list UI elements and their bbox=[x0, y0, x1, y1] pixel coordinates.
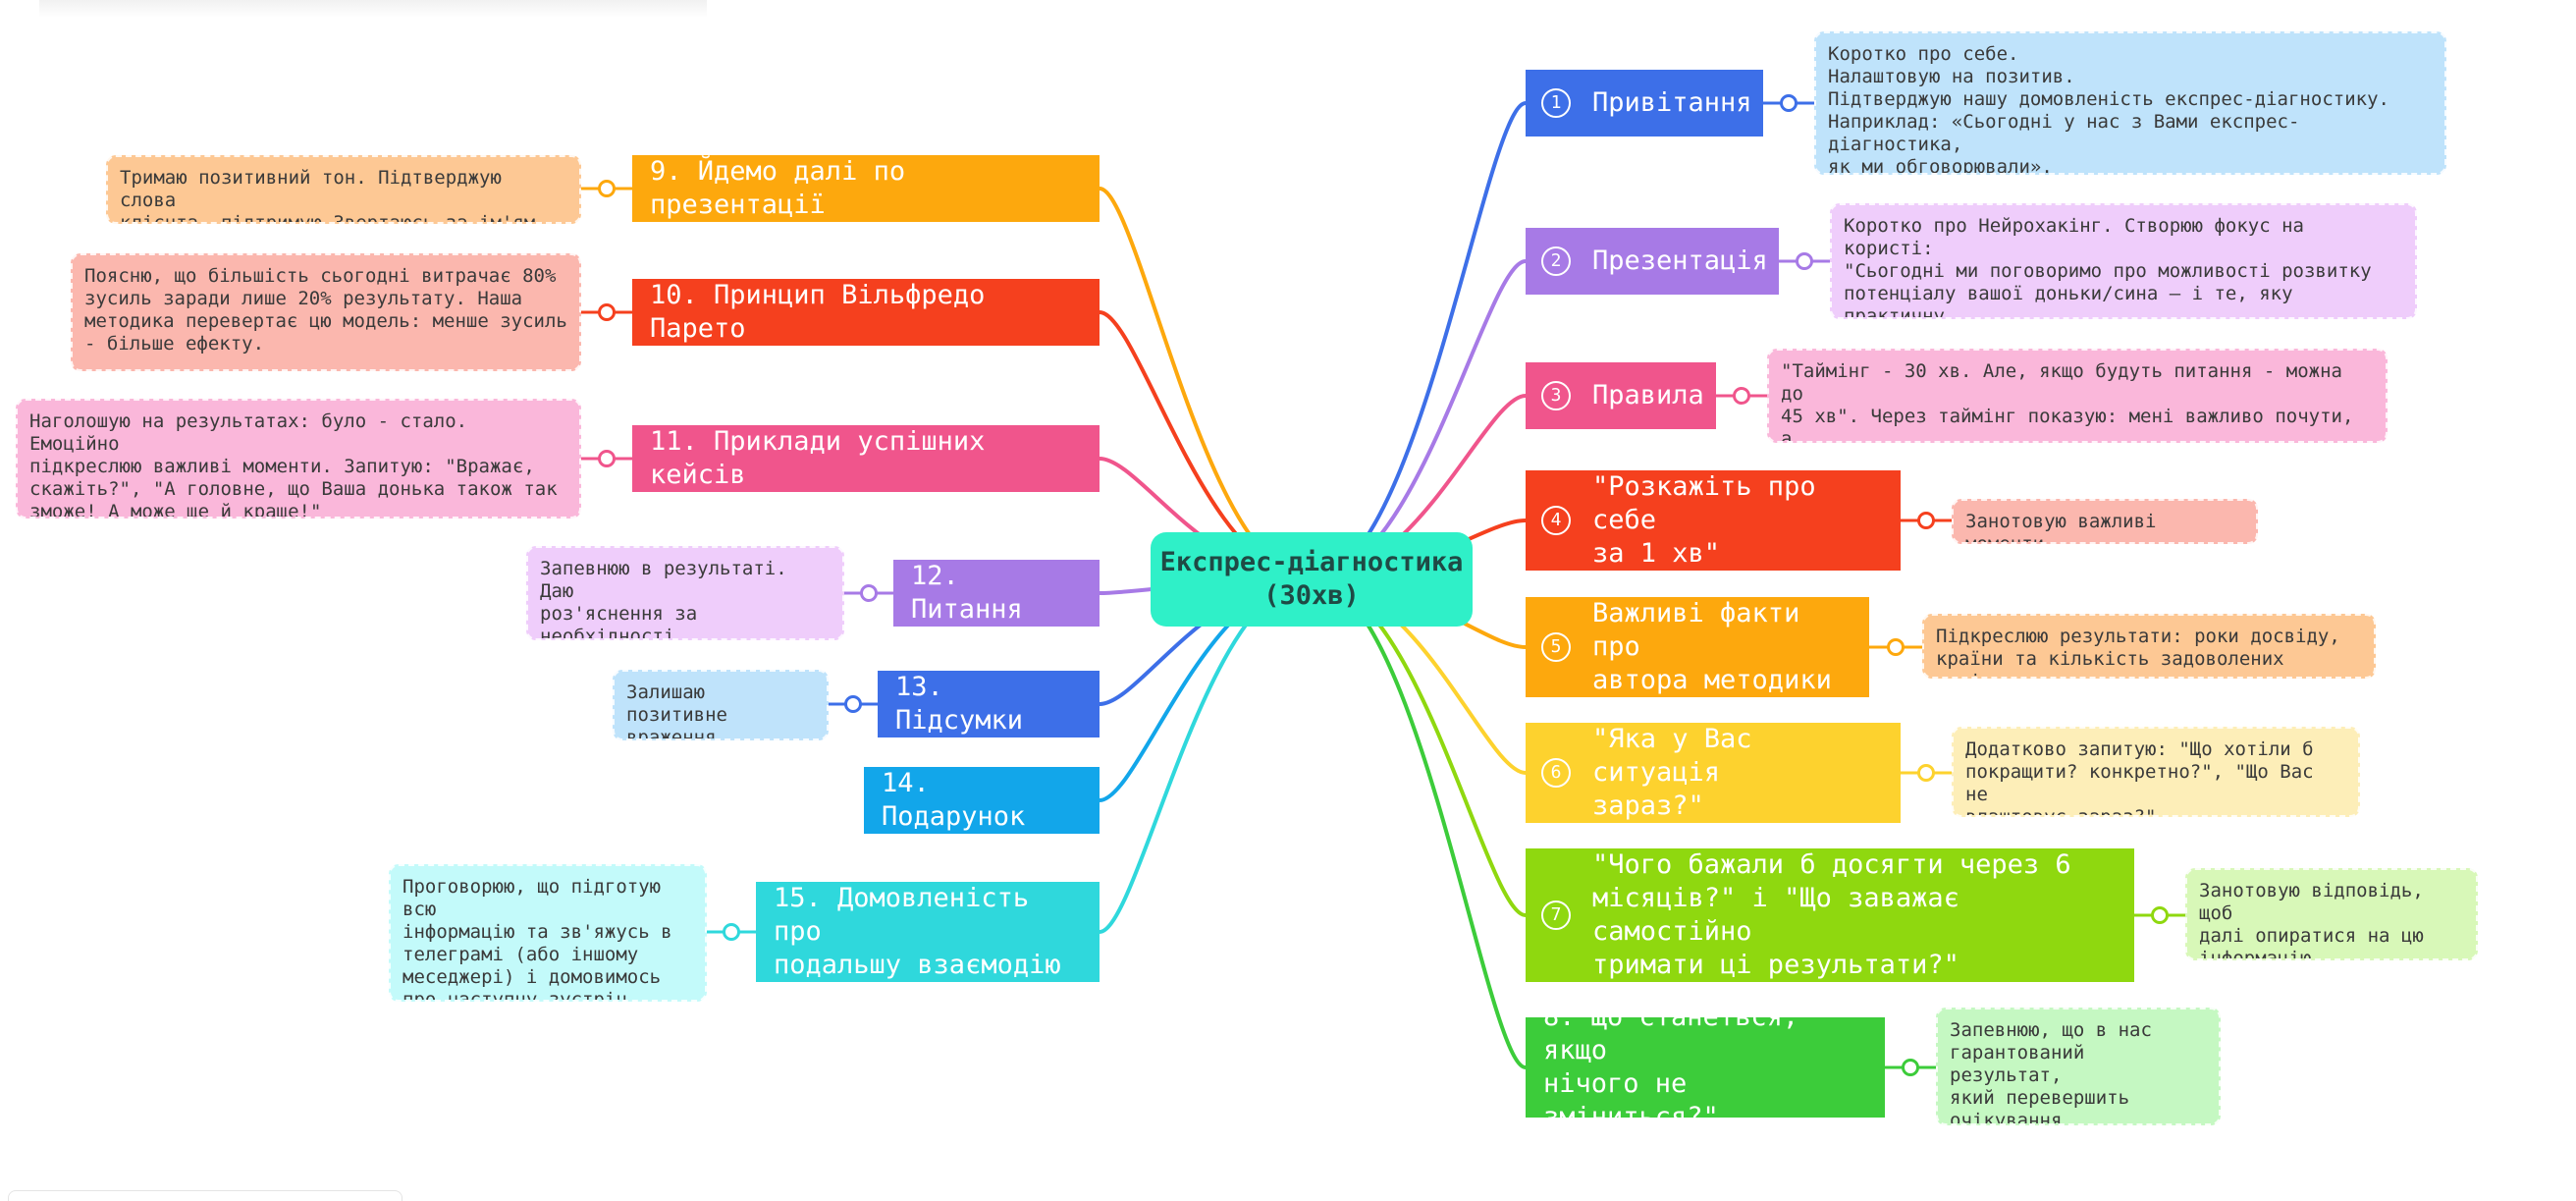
note-box[interactable]: Тримаю позитивний тон. Підтверджую слова… bbox=[106, 155, 581, 224]
root-topic[interactable]: Експрес-діагностика (30хв) bbox=[1151, 532, 1473, 627]
topic-label: Важливі факти про автора методики bbox=[1592, 598, 1832, 695]
note-connector-dot bbox=[1780, 94, 1798, 112]
note-box[interactable]: Коротко про себе. Налаштовую на позитив.… bbox=[1814, 31, 2446, 175]
note-connector-dot bbox=[598, 450, 616, 467]
topic-number-badge: 3 bbox=[1541, 381, 1571, 410]
note-connector-dot bbox=[844, 695, 862, 713]
note-box[interactable]: Проговорюю, що підготую всю інформацію т… bbox=[389, 864, 707, 1002]
topic-node[interactable]: 15. Домовленість про подальшу взаємодію bbox=[756, 882, 1100, 982]
note-connector-dot bbox=[1796, 252, 1813, 270]
topic-label: 11. Приклади успішних кейсів bbox=[650, 426, 986, 490]
bottom-left-panel-edge bbox=[8, 1190, 402, 1201]
note-box[interactable]: Занотовую важливі моменти bbox=[1952, 499, 2258, 544]
topic-node[interactable]: 1 Привітання bbox=[1526, 70, 1763, 136]
note-box[interactable]: Наголошую на результатах: було - стало. … bbox=[16, 399, 581, 519]
topic-number-badge: 7 bbox=[1541, 901, 1571, 930]
branch-line bbox=[1099, 577, 1313, 934]
topic-node[interactable]: 6 "Яка у Вас ситуація зараз?" bbox=[1526, 723, 1901, 823]
note-box[interactable]: Коротко про Нейрохакінг. Створюю фокус н… bbox=[1830, 203, 2417, 319]
topic-label: 14. Подарунок bbox=[882, 768, 1026, 832]
note-box[interactable]: Залишаю позитивне враження bbox=[613, 670, 829, 740]
note-connector-dot bbox=[1917, 512, 1935, 529]
note-connector-dot bbox=[598, 303, 616, 321]
topic-number-badge: 5 bbox=[1541, 632, 1571, 662]
topic-node[interactable]: 10. Принцип Вільфредо Парето bbox=[632, 279, 1100, 346]
note-connector-dot bbox=[723, 923, 740, 941]
note-box[interactable]: "Таймінг - 30 хв. Але, якщо будуть питан… bbox=[1767, 349, 2388, 443]
topic-label: 10. Принцип Вільфредо Парето bbox=[650, 280, 986, 344]
topic-node[interactable]: 14. Подарунок bbox=[864, 767, 1100, 834]
note-box[interactable]: Поясню, що більшість сьогодні витрачає 8… bbox=[71, 253, 581, 371]
topic-node[interactable]: 9. Йдемо далі по презентації bbox=[632, 155, 1100, 222]
topic-node[interactable]: 2 Презентація bbox=[1526, 228, 1779, 295]
top-shadow bbox=[39, 0, 707, 18]
topic-label: "Розкажіть про себе за 1 хв" bbox=[1592, 471, 1816, 569]
topic-node[interactable]: 3 Правила bbox=[1526, 362, 1716, 429]
note-connector-dot bbox=[598, 180, 616, 197]
topic-label: 12. Питання bbox=[911, 561, 1023, 625]
note-box[interactable]: Занотовую відповідь, щоб далі опиратися … bbox=[2185, 868, 2478, 960]
topic-label: Правила bbox=[1592, 380, 1704, 410]
topic-number-badge: 1 bbox=[1541, 88, 1571, 118]
note-connector-dot bbox=[2151, 906, 2169, 924]
topic-label: Привітання bbox=[1592, 87, 1752, 118]
topic-label: 8."Що станеться, якщо нічого не змінитьс… bbox=[1543, 1002, 1799, 1132]
topic-node[interactable]: 8."Що станеться, якщо нічого не змінитьс… bbox=[1526, 1002, 1885, 1132]
topic-label: 15. Домовленість про подальшу взаємодію bbox=[774, 883, 1061, 980]
topic-node[interactable]: 12. Питання bbox=[893, 560, 1100, 627]
note-box[interactable]: Запевнюю в результаті. Даю роз'яснення з… bbox=[526, 546, 844, 640]
topic-label: 13. Підсумки bbox=[895, 672, 1024, 736]
note-connector-dot bbox=[1917, 764, 1935, 782]
topic-node[interactable]: 7 "Чого бажали б досягти через 6 місяців?… bbox=[1526, 848, 2134, 982]
branch-line bbox=[1099, 187, 1313, 581]
topic-node[interactable]: 11. Приклади успішних кейсів bbox=[632, 425, 1100, 492]
topic-label: "Чого бажали б досягти через 6 місяців?"… bbox=[1592, 849, 2071, 980]
topic-node[interactable]: 5 Важливі факти про автора методики bbox=[1526, 597, 1869, 697]
note-connector-dot bbox=[1733, 387, 1750, 405]
note-box[interactable]: Запевнюю, що в нас гарантований результа… bbox=[1936, 1008, 2221, 1125]
topic-node[interactable]: 4 "Розкажіть про себе за 1 хв" bbox=[1526, 470, 1901, 571]
topic-label: 9. Йдемо далі по презентації bbox=[650, 156, 906, 220]
note-box[interactable]: Додатково запитую: "Що хотіли б покращит… bbox=[1952, 727, 2360, 817]
topic-label: Презентація bbox=[1592, 246, 1768, 276]
note-box[interactable]: Підкреслюю результати: роки досвіду, кра… bbox=[1922, 614, 2376, 679]
note-connector-dot bbox=[860, 584, 878, 602]
topic-number-badge: 4 bbox=[1541, 506, 1571, 535]
topic-number-badge: 2 bbox=[1541, 246, 1571, 276]
branch-line bbox=[1311, 101, 1527, 581]
topic-label: "Яка у Вас ситуація зараз?" bbox=[1592, 724, 1752, 821]
topic-node[interactable]: 13. Підсумки bbox=[878, 671, 1100, 737]
note-connector-dot bbox=[1887, 638, 1905, 656]
note-connector-dot bbox=[1902, 1059, 1919, 1076]
branch-line bbox=[1311, 577, 1527, 1069]
topic-number-badge: 6 bbox=[1541, 758, 1571, 788]
